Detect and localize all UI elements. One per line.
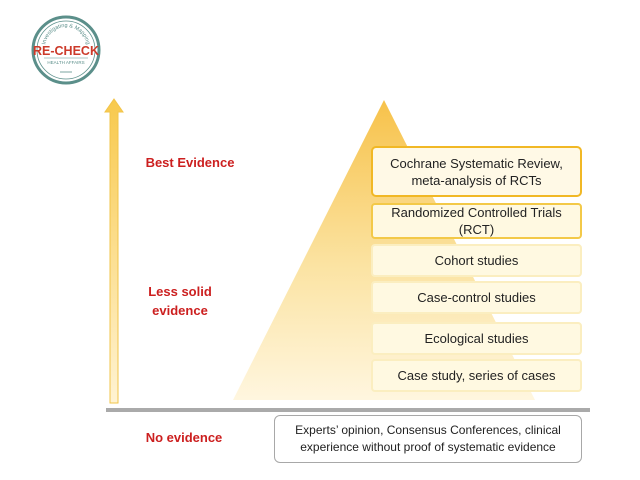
no-evidence-label: No evidence	[145, 430, 223, 445]
no-evidence-note-line1: Experts’ opinion, Consensus Conferences,…	[295, 423, 561, 437]
level-case-control: Case-control studies	[371, 281, 582, 314]
level-case-study: Case study, series of cases	[371, 359, 582, 392]
level-systematic-review: Cochrane Systematic Review, meta-analysi…	[371, 146, 582, 197]
re-check-logo: Investigating & Mapping RE-CHECK HEALTH …	[31, 15, 101, 85]
less-solid-line1: Less solid	[148, 284, 212, 299]
level-rct-line2: (RCT)	[458, 222, 495, 237]
level-ecological: Ecological studies	[371, 322, 582, 355]
best-evidence-label: Best Evidence	[145, 155, 235, 170]
level-systematic-review-line2: meta-analysis of RCTs	[411, 172, 542, 188]
less-solid-evidence-label: Less solid evidence	[140, 282, 220, 320]
no-evidence-note-line2: experience without proof of systematic e…	[300, 440, 556, 454]
less-solid-line2: evidence	[152, 303, 208, 318]
level-cohort: Cohort studies	[371, 244, 582, 277]
evidence-scale-arrow	[104, 98, 124, 404]
logo-sub-text: HEALTH AFFAIRS	[47, 60, 84, 65]
level-systematic-review-line1: Cochrane Systematic Review,	[390, 155, 563, 171]
no-evidence-note: Experts’ opinion, Consensus Conferences,…	[274, 415, 582, 463]
level-rct: Randomized Controlled Trials (RCT)	[371, 203, 582, 239]
baseline-divider	[106, 408, 590, 412]
logo-name: RE-CHECK	[33, 44, 99, 58]
level-rct-line1: Randomized Controlled Trials	[391, 205, 562, 220]
